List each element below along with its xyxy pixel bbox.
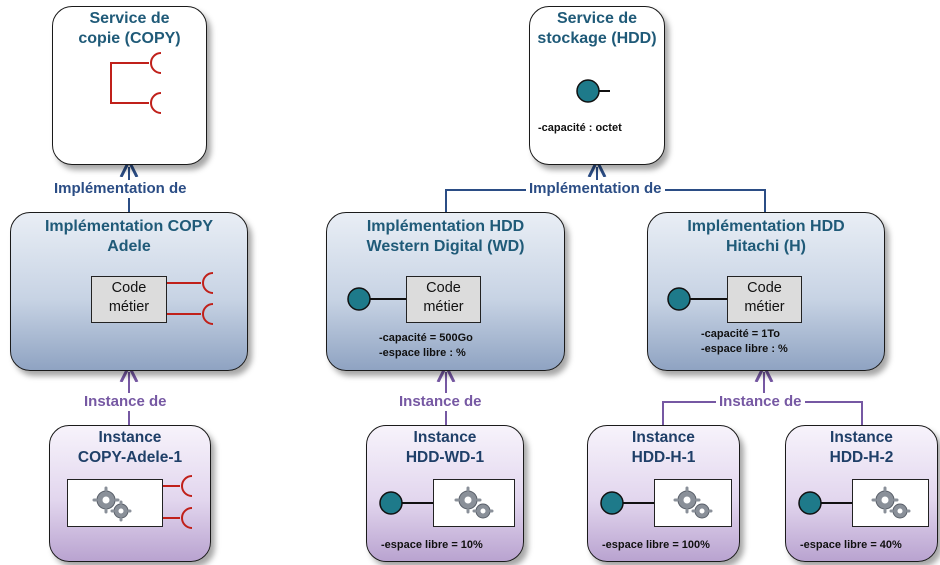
code-box-hitachi: Code métier [727, 276, 802, 323]
instance-label-h: Instance de [716, 393, 805, 411]
impl-h-attributes: -capacité = 1To -espace libre : % [701, 328, 788, 355]
instance-copy-title: Instance COPY-Adele-1 [77, 429, 183, 466]
service-hdd: Service de stockage (HDD) -capacité : oc… [529, 6, 665, 165]
service-copy-title: Service de copie (COPY) [78, 10, 181, 47]
code-box-copy: Code métier [91, 276, 167, 323]
gears-icon [673, 486, 713, 519]
service-hdd-attribute: -capacité : octet [538, 122, 622, 134]
required-ports-icon [167, 272, 214, 325]
provided-port-icon [347, 287, 407, 311]
required-ports-icon [110, 52, 162, 114]
runtime-box-wd [433, 479, 515, 527]
impl-copy-title: Implémentation COPY Adele [44, 218, 214, 255]
instance-copy-adele-1: Instance COPY-Adele-1 [49, 425, 211, 562]
required-ports-icon [163, 475, 193, 529]
service-copy: Service de copie (COPY) [52, 6, 207, 165]
impl-hdd-hitachi: Implémentation HDD Hitachi (H) Code méti… [647, 212, 885, 371]
instance-hdd-h-1: Instance HDD-H-1 -espace libre = 100% [587, 425, 740, 562]
provided-port-icon [379, 491, 433, 515]
instance-wd-attribute: -espace libre = 10% [381, 539, 483, 551]
instance-label-copy: Instance de [81, 393, 170, 411]
implementation-label-hdd: Implémentation de [526, 180, 665, 198]
provided-port-icon [667, 287, 727, 311]
provided-port-icon [798, 491, 852, 515]
impl-wd-title: Implémentation HDD Western Digital (WD) [366, 218, 525, 255]
impl-wd-attributes: -capacité = 500Go -espace libre : % [379, 332, 473, 359]
instance-h2-attribute: -espace libre = 40% [800, 539, 902, 551]
instance-label-wd: Instance de [396, 393, 485, 411]
impl-hdd-wd: Implémentation HDD Western Digital (WD) … [326, 212, 565, 371]
instance-h2-title: Instance HDD-H-2 [829, 429, 894, 466]
impl-copy-adele: Implémentation COPY Adele Code métier [10, 212, 248, 371]
implementation-label-copy: Implémentation de [51, 180, 190, 198]
runtime-box-copy [67, 479, 163, 527]
impl-h-title: Implémentation HDD Hitachi (H) [687, 218, 845, 255]
runtime-box-h1 [654, 479, 732, 527]
instance-hdd-h-2: Instance HDD-H-2 -espace libre = 40% [785, 425, 938, 562]
service-hdd-title: Service de stockage (HDD) [537, 10, 657, 47]
provided-port-icon [600, 491, 654, 515]
instance-wd-title: Instance HDD-WD-1 [405, 429, 485, 466]
gears-icon [454, 486, 494, 519]
code-box-wd: Code métier [406, 276, 481, 323]
runtime-box-h2 [852, 479, 929, 527]
instance-hdd-wd-1: Instance HDD-WD-1 -espace libre = 10% [366, 425, 524, 562]
instance-h1-title: Instance HDD-H-1 [631, 429, 696, 466]
provided-port-icon [576, 79, 610, 103]
gears-icon [871, 486, 911, 519]
instance-h1-attribute: -espace libre = 100% [602, 539, 710, 551]
gears-icon [92, 486, 132, 522]
